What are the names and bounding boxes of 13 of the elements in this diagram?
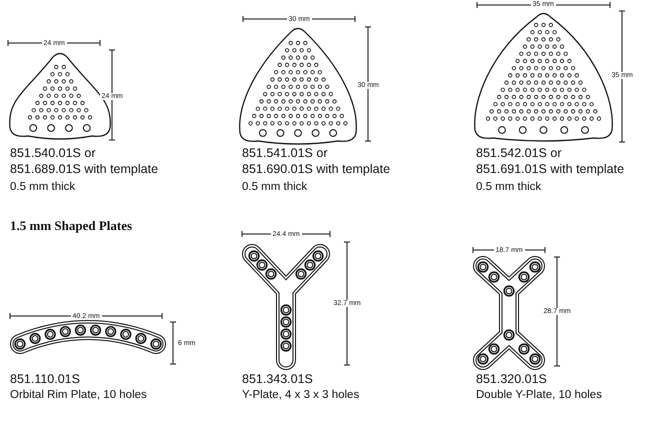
part-number: 851.320.01S — [476, 372, 548, 388]
thickness-note: 0.5 mm thick — [242, 180, 308, 194]
plate-description: Y-Plate, 4 x 3 x 3 holes — [242, 388, 360, 402]
thickness-note: 0.5 mm thick — [10, 180, 76, 194]
part-number: 851.542.01S or 851.691.01S with template — [476, 146, 626, 178]
plate-description: Orbital Rim Plate, 10 holes — [10, 388, 147, 402]
thickness-note: 0.5 mm thick — [476, 180, 542, 194]
plate-description: Double Y-Plate, 10 holes — [476, 388, 602, 402]
part-number: 851.110.01S — [10, 372, 81, 388]
part-number: 851.541.01S or 851.690.01S with template — [242, 146, 392, 178]
part-number: 851.540.01S or 851.689.01S with template — [10, 146, 160, 178]
part-number: 851.343.01S — [242, 372, 314, 388]
section-heading: 1.5 mm Shaped Plates — [10, 218, 132, 234]
